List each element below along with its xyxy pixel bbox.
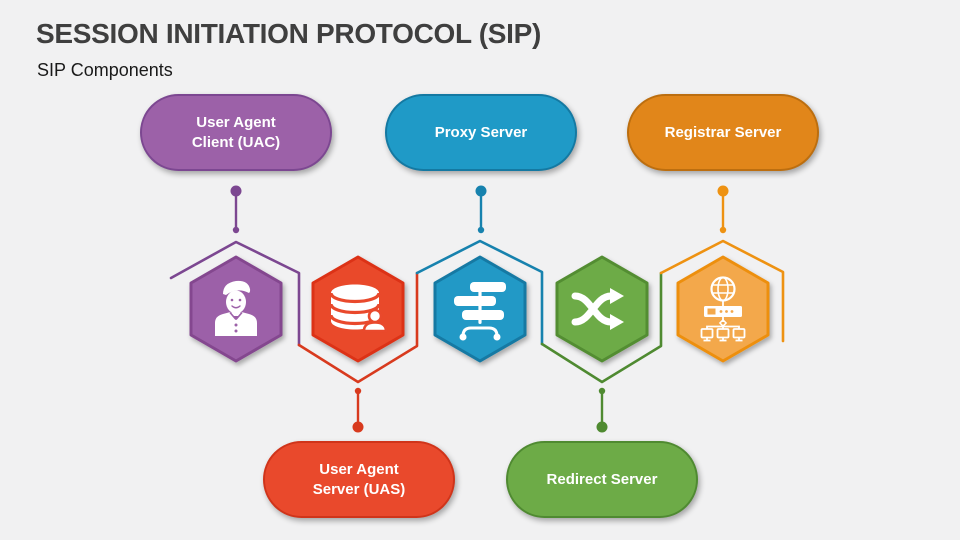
ribbon-segment-red (297, 271, 419, 384)
connectors (230, 185, 729, 433)
shuffle-arrows-icon (571, 288, 624, 330)
uac-label-pill: User Agent Client (UAC) (140, 94, 332, 171)
ribbon-segment-blue (415, 239, 544, 346)
network-tree-icon (700, 276, 746, 342)
proxy-label: Proxy Server (434, 123, 528, 141)
uac-label: User Agent Client (UAC) (191, 114, 281, 151)
person-icon (215, 280, 257, 336)
page-title: SESSION INITIATION PROTOCOL (SIP) (36, 18, 542, 49)
uas-connector (352, 387, 364, 433)
registrar-label-pill: Registrar Server (627, 94, 819, 171)
ribbon-segment-green (540, 271, 663, 384)
proxy-connector (475, 185, 487, 234)
database-user-icon (329, 284, 388, 333)
ribbon-chain (169, 239, 785, 384)
registrar-label: Registrar Server (664, 123, 782, 141)
redirect-connector (596, 387, 608, 433)
uas-label-pill: User Agent Server (UAS) (263, 441, 455, 518)
uas-label: User Agent Server (UAS) (312, 461, 406, 498)
registrar-connector (717, 185, 729, 234)
redirect-label: Redirect Server (546, 470, 658, 488)
page-subtitle: SIP Components (37, 60, 173, 80)
uac-connector (230, 185, 242, 234)
proxy-label-pill: Proxy Server (385, 94, 577, 171)
server-rack-icon (454, 282, 506, 341)
ribbon-segment-orange (659, 239, 785, 343)
redirect-label-pill: Redirect Server (506, 441, 698, 518)
ribbon-segment-purple (169, 240, 301, 347)
redirect-hexagon (555, 255, 649, 363)
hexagons (189, 255, 770, 363)
